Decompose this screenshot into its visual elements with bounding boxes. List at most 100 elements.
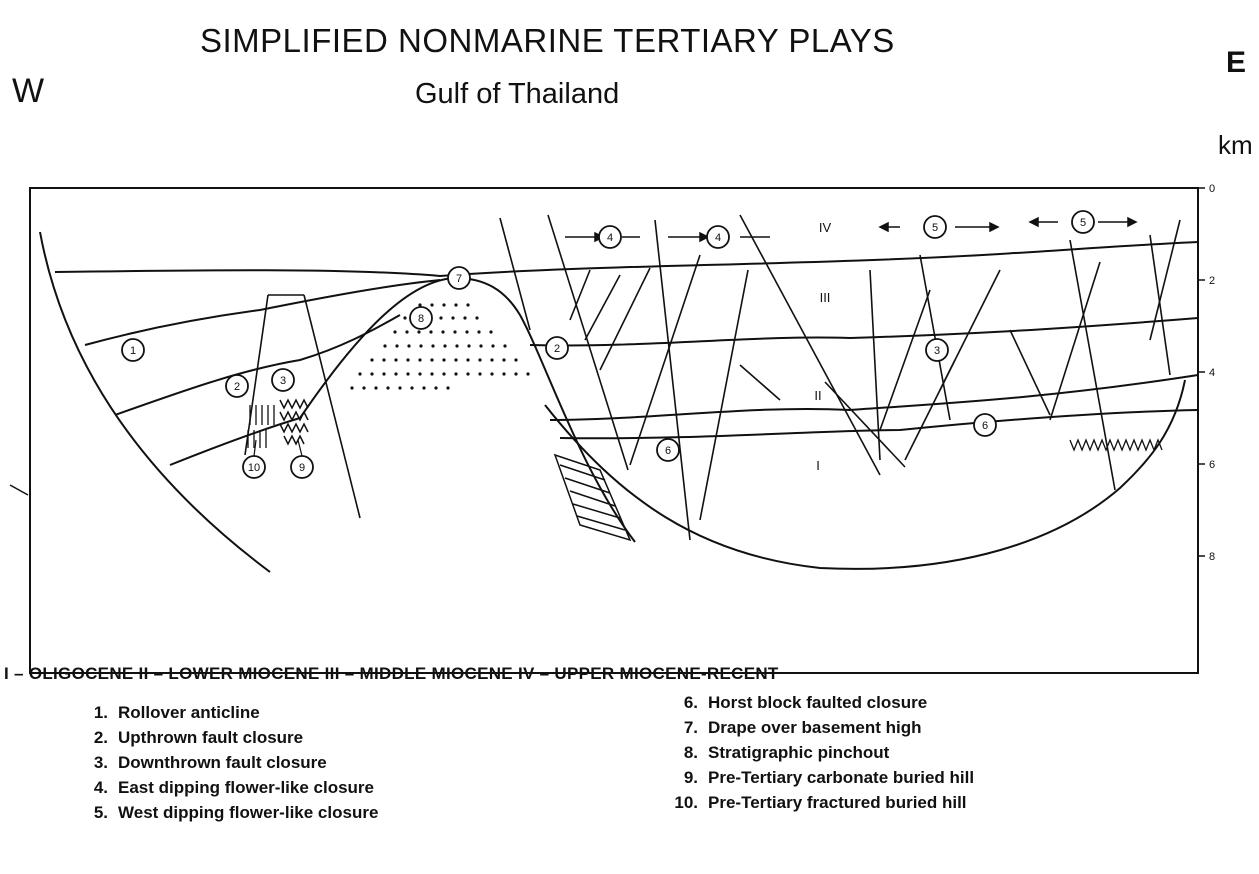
depth-tick-label: 8 [1209, 551, 1215, 563]
depth-tick-label: 6 [1209, 459, 1215, 471]
legend-item: 10. Pre-Tertiary fractured buried hill [670, 790, 974, 815]
fault-line [600, 268, 650, 370]
legend-label: West dipping flower-like closure [118, 800, 378, 825]
fault-line [740, 365, 780, 400]
play-marker-4b: 4 [707, 226, 729, 248]
legend-number: 8. [670, 740, 698, 765]
legend-label: East dipping flower-like closure [118, 775, 374, 800]
play-marker-5a: 5 [924, 216, 946, 238]
svg-text:5: 5 [1080, 217, 1086, 229]
legend-number: 10. [670, 790, 698, 815]
horizon-top-oligocene [115, 315, 1198, 420]
play-marker-8: 8 [410, 307, 432, 329]
legend-number: 6. [670, 690, 698, 715]
play-marker-1: 1 [122, 339, 144, 361]
unit-label-iv: IV [819, 220, 832, 235]
fault-line [920, 255, 950, 420]
legend-item: 6. Horst block faulted closure [670, 690, 974, 715]
legend-item: 9. Pre-Tertiary carbonate buried hill [670, 765, 974, 790]
legend-label: Rollover anticline [118, 700, 260, 725]
fault-line [1150, 235, 1170, 375]
play-marker-2: 2 [226, 375, 248, 397]
play-marker-4a: 4 [599, 226, 621, 248]
svg-text:6: 6 [665, 445, 671, 457]
fault-line [1010, 330, 1050, 415]
legend-number: 3. [80, 750, 108, 775]
svg-text:6: 6 [982, 420, 988, 432]
play-marker-3b: 3 [926, 339, 948, 361]
legend-label: Drape over basement high [708, 715, 922, 740]
svg-text:3: 3 [280, 375, 286, 387]
play-marker-5b: 5 [1072, 211, 1094, 233]
left-edge-mark [10, 485, 28, 495]
buried-hill-hatch-center [555, 455, 630, 540]
fault-line [740, 215, 880, 475]
depth-tick-label: 4 [1209, 367, 1215, 379]
legend-label: Pre-Tertiary fractured buried hill [708, 790, 967, 815]
play-marker-6c: 6 [974, 414, 996, 436]
legend-label: Pre-Tertiary carbonate buried hill [708, 765, 974, 790]
depth-tick-label: 2 [1209, 275, 1215, 287]
legend-label: Stratigraphic pinchout [708, 740, 889, 765]
svg-text:9: 9 [299, 462, 305, 474]
fault-line [500, 218, 530, 330]
legend-item: 8. Stratigraphic pinchout [670, 740, 974, 765]
horizon-top-lower-miocene [85, 280, 1198, 345]
svg-text:5: 5 [932, 222, 938, 234]
play-marker-3: 3 [272, 369, 294, 391]
age-legend: I – OLIGOCENE II – LOWER MIOCENE III – M… [4, 664, 779, 684]
svg-text:3: 3 [934, 345, 940, 357]
fault-line [1150, 220, 1180, 340]
svg-text:8: 8 [418, 313, 424, 325]
depth-tick-label: 0 [1209, 183, 1215, 195]
play-marker-7: 7 [448, 267, 470, 289]
play-legend-left: 1. Rollover anticline 2. Upthrown fault cl… [80, 700, 378, 825]
legend-label: Upthrown fault closure [118, 725, 303, 750]
legend-item: 5. West dipping flower-like closure [80, 800, 378, 825]
svg-text:4: 4 [607, 232, 613, 244]
unit-label-ii: II [814, 388, 821, 403]
horizon-lower-oligocene [170, 410, 1198, 465]
legend-item: 7. Drape over basement high [670, 715, 974, 740]
basement-rollover-fault [40, 232, 270, 572]
legend-number: 2. [80, 725, 108, 750]
svg-text:10: 10 [248, 462, 260, 474]
svg-text:2: 2 [234, 381, 240, 393]
closure-arrows [565, 218, 1136, 241]
fault-line [700, 270, 748, 520]
buried-hill-hatch-east [1070, 440, 1162, 450]
fault-line [304, 295, 360, 518]
legend-number: 5. [80, 800, 108, 825]
svg-text:1: 1 [130, 345, 136, 357]
basement-high [300, 278, 635, 542]
legend-item: 1. Rollover anticline [80, 700, 378, 725]
legend-number: 4. [80, 775, 108, 800]
play-marker-10: 10 [243, 456, 265, 478]
horizon-top-middle-miocene [55, 242, 1198, 276]
basement-high-stipple [350, 303, 529, 389]
fault-line [880, 290, 930, 430]
depth-axis [1198, 188, 1205, 556]
legend-number: 1. [80, 700, 108, 725]
play-marker-2b: 2 [546, 337, 568, 359]
legend-item: 2. Upthrown fault closure [80, 725, 378, 750]
fault-line [1070, 240, 1115, 490]
svg-text:7: 7 [456, 273, 462, 285]
unit-label-iii: III [820, 290, 831, 305]
legend-item: 4. East dipping flower-like closure [80, 775, 378, 800]
fault-line [1050, 262, 1100, 420]
fault-line [585, 275, 620, 340]
svg-text:2: 2 [554, 343, 560, 355]
legend-label: Downthrown fault closure [118, 750, 327, 775]
legend-number: 7. [670, 715, 698, 740]
play-marker-9: 9 [291, 456, 313, 478]
play-legend-right: 6. Horst block faulted closure 7. Drape ov… [670, 690, 974, 815]
unit-label-i: I [816, 458, 820, 473]
play-marker-6: 6 [0, 0, 288, 380]
legend-item: 3. Downthrown fault closure [80, 750, 378, 775]
section-frame [30, 188, 1198, 673]
legend-label: Horst block faulted closure [708, 690, 927, 715]
svg-text:4: 4 [715, 232, 721, 244]
legend-number: 9. [670, 765, 698, 790]
fault-line [655, 220, 690, 540]
